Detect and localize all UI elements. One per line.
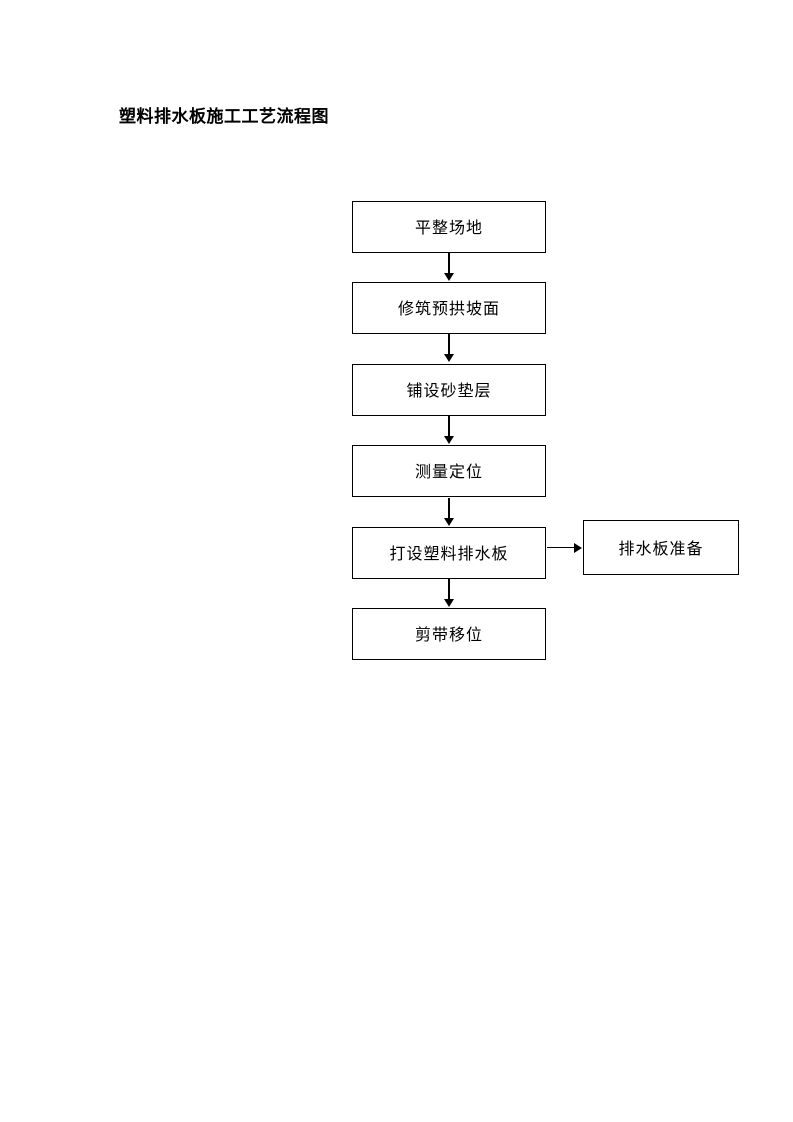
connector-line [448,579,450,599]
arrow-down-icon [444,436,454,444]
flow-step-cut-band-shift: 剪带移位 [352,608,546,660]
flow-step-label: 修筑预拱坡面 [397,299,500,318]
arrow-right-connector [547,542,582,553]
flow-step-label: 排水板准备 [618,539,704,558]
flow-step-label: 测量定位 [414,462,483,481]
flow-step-build-precamber-slope: 修筑预拱坡面 [352,282,546,334]
flow-step-label: 铺设砂垫层 [406,381,492,400]
connector-line [448,498,450,518]
arrow-down-connector-2 [444,334,454,362]
arrow-down-icon [444,273,454,281]
connector-line [547,546,575,549]
flow-step-label: 剪带移位 [414,625,483,644]
connector-line [448,253,450,273]
connector-line [448,334,450,354]
flow-step-install-drainage-board: 打设塑料排水板 [352,527,546,579]
connector-line [448,416,450,436]
arrow-right-icon [574,542,582,553]
arrow-down-connector-3 [444,416,454,444]
flow-step-survey-positioning: 测量定位 [352,445,546,497]
flow-step-lay-sand-cushion: 铺设砂垫层 [352,364,546,416]
arrow-down-connector-5 [444,579,454,607]
flow-step-drainage-board-preparation: 排水板准备 [583,520,739,575]
document-title: 塑料排水板施工工艺流程图 [119,107,329,127]
arrow-down-connector-4 [444,498,454,526]
arrow-down-icon [444,518,454,526]
flow-step-level-site: 平整场地 [352,201,546,253]
flow-step-label: 平整场地 [414,218,483,237]
flow-step-label: 打设塑料排水板 [389,544,509,563]
arrow-down-connector-1 [444,253,454,281]
arrow-down-icon [444,354,454,362]
arrow-down-icon [444,599,454,607]
